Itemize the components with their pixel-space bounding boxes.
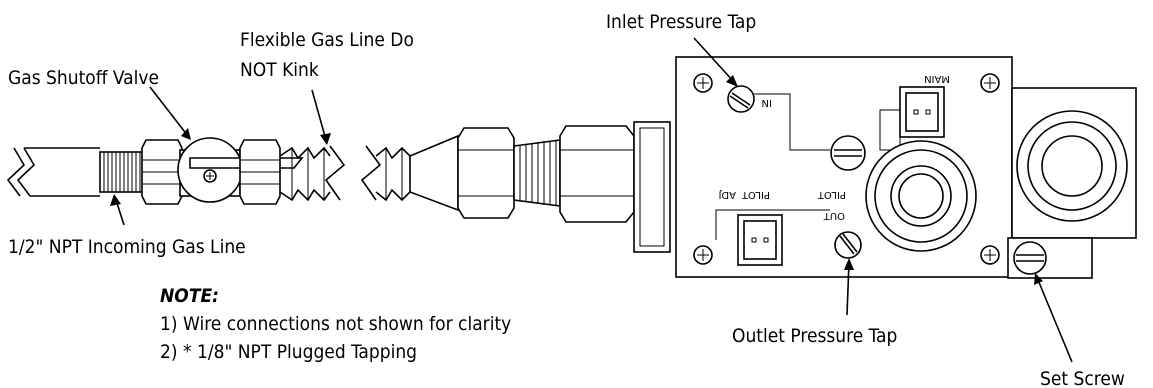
gas-shutoff-valve <box>141 137 304 205</box>
note-line-2: 2) * 1/8" NPT Plugged Tapping <box>160 341 417 363</box>
regulator-housing <box>865 140 977 252</box>
callout-arrows <box>110 37 1073 363</box>
screw-icon <box>693 73 713 93</box>
gas-valve-body: IN MAIN PILOT ADJ PILOT OUT <box>675 56 1013 278</box>
set-screw-label: Set Screw <box>1040 368 1125 388</box>
screw-icon <box>980 245 1000 265</box>
inlet-pressure-tap <box>727 85 755 113</box>
pilot-right-marking: PILOT <box>817 189 846 200</box>
flare-fitting <box>457 121 671 253</box>
note-heading: NOTE: <box>160 285 219 307</box>
flexible-line-label-2: NOT Kink <box>240 59 319 81</box>
in-marking: IN <box>762 97 772 108</box>
outlet-pressure-tap <box>834 231 862 259</box>
pilot-connector <box>737 214 783 266</box>
set-screw <box>1013 241 1047 275</box>
flexible-gas-line <box>279 134 459 212</box>
inlet-tap-label: Inlet Pressure Tap <box>606 11 756 33</box>
main-connector <box>899 86 945 138</box>
incoming-gas-pipe <box>6 147 145 197</box>
outlet-tap-label: Outlet Pressure Tap <box>732 325 897 347</box>
gas-shutoff-valve-label: Gas Shutoff Valve <box>8 67 159 89</box>
screw-icon <box>693 245 713 265</box>
adj-marking: ADJ <box>719 189 737 200</box>
incoming-line-label: 1/2" NPT Incoming Gas Line <box>8 236 246 258</box>
note-line-1: 1) Wire connections not shown for clarit… <box>160 313 511 335</box>
screw-icon <box>980 73 1000 93</box>
out-marking: OUT <box>823 210 845 221</box>
valve-side-body <box>1007 87 1137 279</box>
main-marking: MAIN <box>924 73 950 84</box>
regulator-screw <box>830 135 866 171</box>
pilot-left-marking: PILOT <box>741 189 770 200</box>
flexible-line-label-1: Flexible Gas Line Do <box>240 29 414 51</box>
pipe-threads <box>99 151 145 193</box>
